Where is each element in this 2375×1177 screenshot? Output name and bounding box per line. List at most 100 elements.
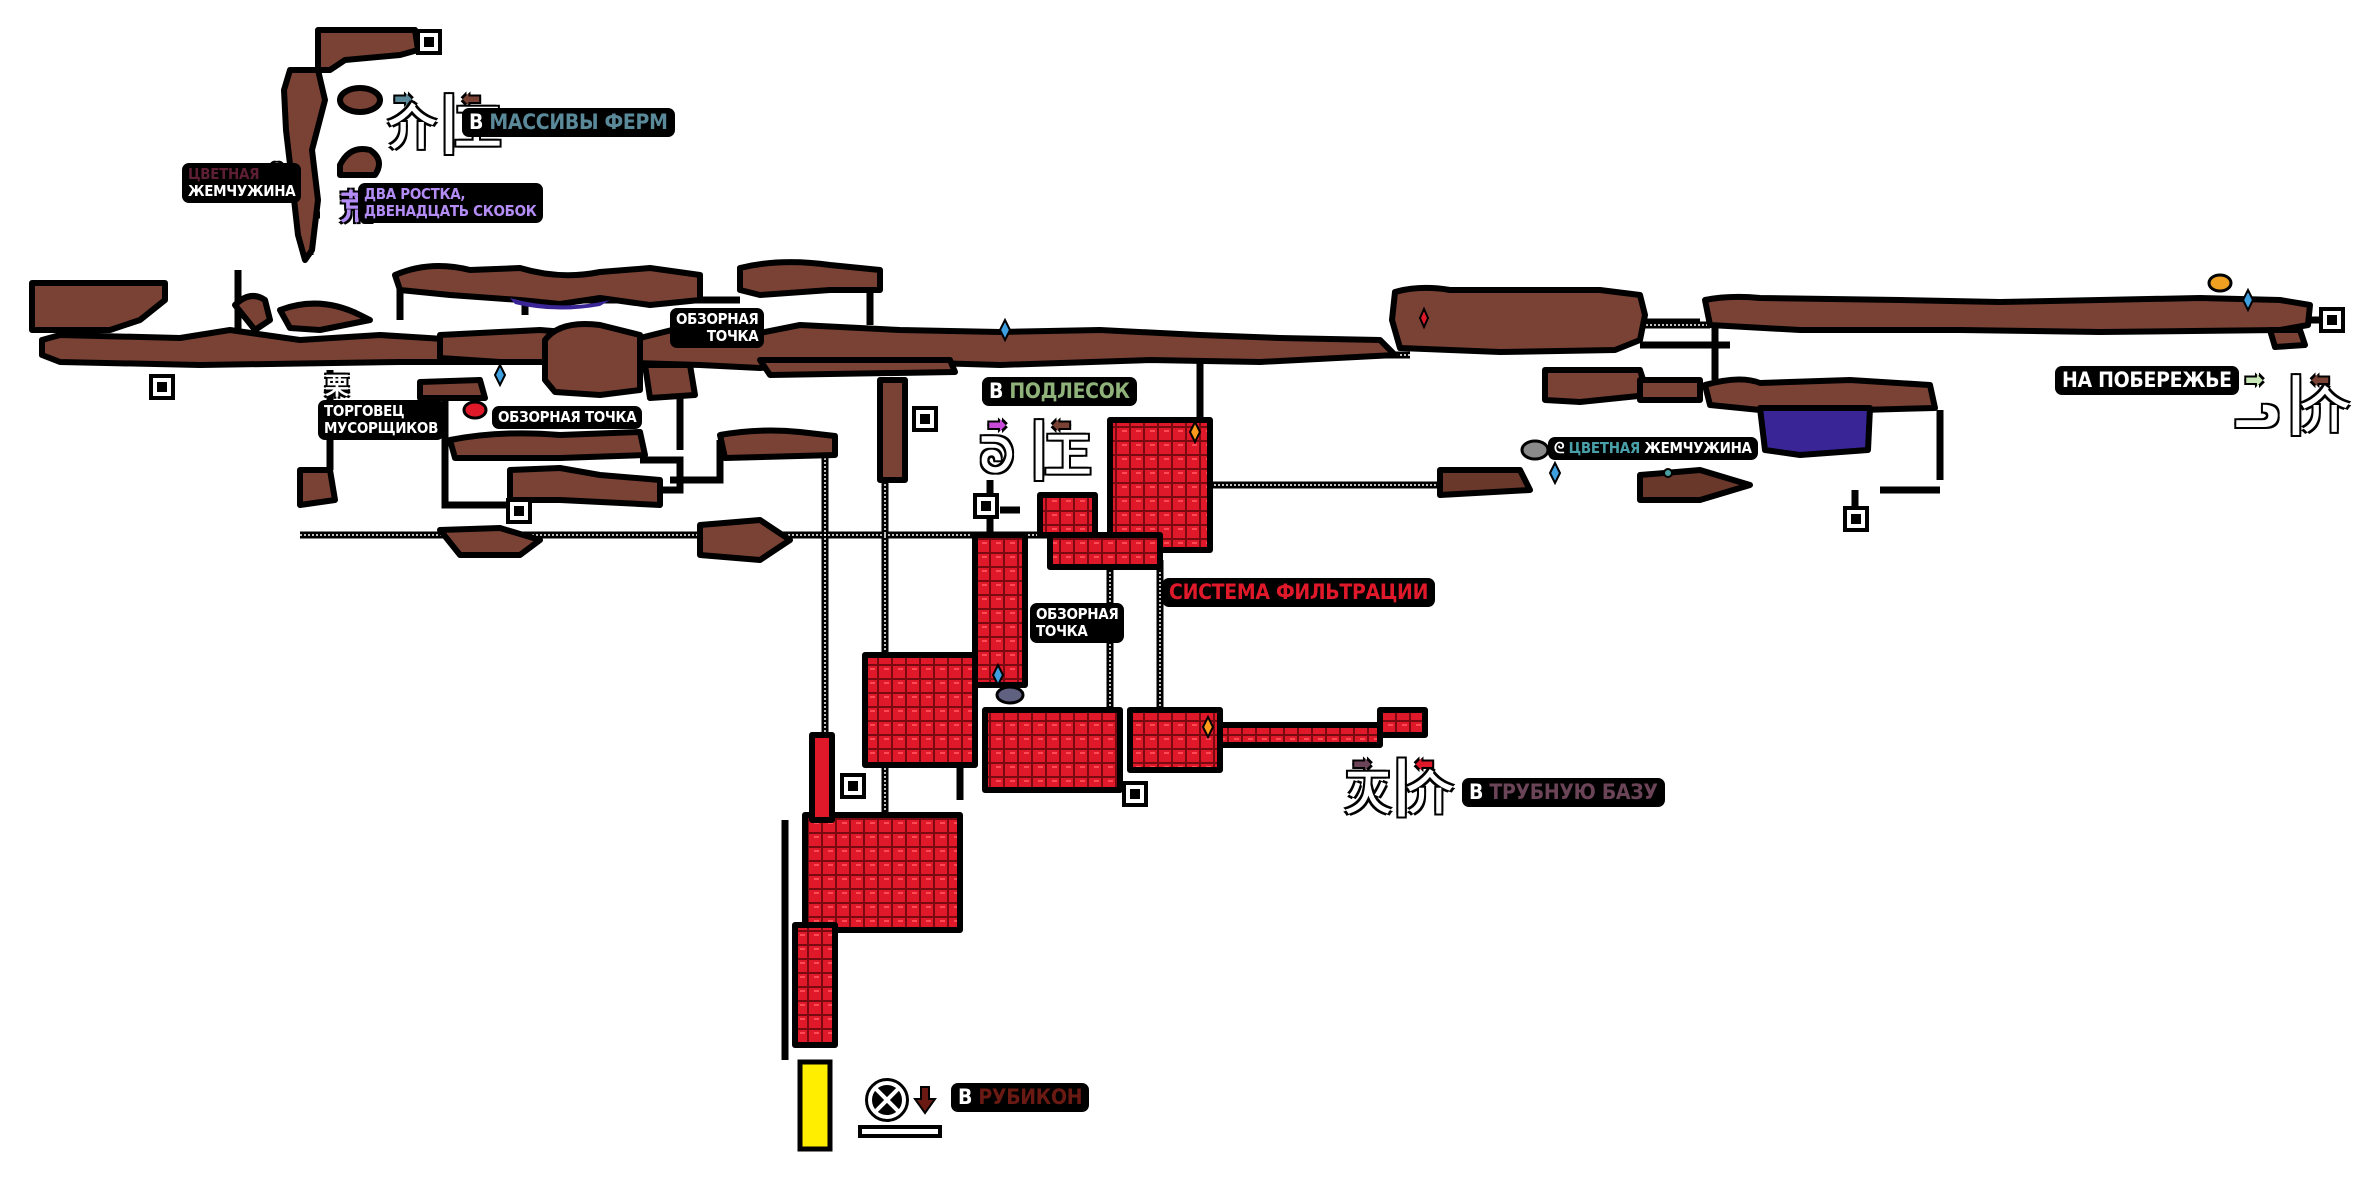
room: [1757, 405, 1873, 458]
room: [507, 465, 663, 508]
label-line2: ТОЧКА: [1036, 622, 1088, 640]
pearl-icon: [1418, 306, 1430, 330]
shelter-icon[interactable]: [973, 493, 999, 519]
room: [1437, 467, 1533, 498]
karma-flower-icon: [2241, 287, 2255, 313]
room: [297, 467, 338, 508]
pearl-icon: [1663, 468, 1673, 478]
label-two-sprouts[interactable]: ДВА РОСТКА, ДВЕНАДЦАТЬ СКОБОК: [358, 183, 543, 223]
label-name: НА ПОБЕРЕЖЬЕ: [2062, 368, 2232, 392]
shelter-icon[interactable]: [506, 498, 532, 524]
label-shoreline[interactable]: НА ПОБЕРЕЖЬЕ: [2055, 366, 2239, 395]
label-line1: ЦВЕТНАЯ: [188, 165, 260, 183]
label-line2: ТОЧКА: [706, 327, 759, 345]
room: [972, 532, 1028, 688]
shelter-icon[interactable]: [840, 773, 866, 799]
echo-icon: [1188, 419, 1202, 445]
gate-divider: |: [2285, 366, 2307, 436]
centipede-icon: [2207, 273, 2233, 293]
room: [737, 259, 883, 298]
room: [392, 263, 703, 308]
label-line2: ДВЕНАДЦАТЬ СКОБОК: [364, 202, 537, 220]
scavenger-icon: [1520, 439, 1550, 461]
arrow-out-icon: ⬅: [1415, 752, 1434, 777]
gate-divider: |: [438, 85, 460, 155]
room: [1637, 377, 1703, 403]
arrow-out-icon: ⬅: [462, 87, 481, 112]
room: [232, 293, 273, 333]
label-overlook-3[interactable]: ОБЗОРНАЯ ТОЧКА: [1030, 603, 1125, 643]
label-name: ТРУБНУЮ БАЗУ: [1489, 780, 1658, 804]
room: [802, 812, 963, 933]
label-line1: ОБЗОРНАЯ: [1036, 605, 1119, 623]
rubicon-exit-room: [797, 1059, 833, 1152]
room: [757, 357, 958, 378]
karma-flower-icon: [998, 317, 1012, 343]
filtration-rooms: [792, 417, 1428, 1048]
room: [1047, 532, 1163, 570]
pipe: [670, 440, 724, 484]
cave-rooms: [29, 27, 2313, 563]
label-undergrowth[interactable]: В ПОДЛЕСОК: [982, 377, 1137, 406]
arrow-out-icon: ⬅: [1052, 413, 1071, 438]
karma-flower-icon: [1548, 460, 1562, 486]
shelter-icon[interactable]: [1122, 781, 1148, 807]
room: [1637, 467, 1753, 503]
scavenger-icon: [995, 685, 1025, 705]
room: [642, 362, 698, 401]
gate-glyph-left: ᓗ: [2235, 383, 2280, 439]
label-colored-pearl-2[interactable]: ᘓ ЦВЕТНАЯ ЖЕМЧУЖИНА: [1548, 437, 1758, 460]
label-name: ПОДЛЕСОК: [1009, 379, 1130, 403]
room: [447, 429, 648, 461]
room: [315, 27, 421, 73]
room: [982, 707, 1123, 793]
room: [877, 377, 908, 483]
label-rubicon[interactable]: В РУБИКОН: [951, 1083, 1090, 1112]
room: [1037, 492, 1098, 538]
arrow-in-icon: ➡: [2245, 368, 2264, 393]
room: [809, 732, 835, 823]
shelter-icon[interactable]: [1843, 506, 1869, 532]
arrow-in-icon: ➡: [988, 413, 1007, 438]
karma-flower-icon: [493, 362, 507, 388]
karma-flower-icon: [991, 662, 1005, 688]
merchant-glyph-icon: 栗: [325, 372, 349, 400]
room: [277, 300, 373, 333]
room: [1127, 707, 1223, 773]
label-overlook-1[interactable]: ОБЗОРНАЯ ТОЧКА: [670, 308, 765, 348]
room: [1389, 284, 1648, 355]
room: [862, 652, 978, 768]
shelter-icon[interactable]: [912, 406, 938, 432]
room: [697, 517, 793, 563]
room: [1542, 367, 1651, 405]
label-name: МАССИВЫ ФЕРМ: [489, 110, 668, 134]
room: [29, 280, 168, 333]
label-scavenger-merchant[interactable]: ТОРГОВЕЦ МУСОРЩИКОВ: [318, 400, 445, 440]
gate-glyph-left: ᘐ: [980, 428, 1014, 484]
gate-glyph-right: 介: [1407, 766, 1453, 820]
room: [281, 67, 328, 263]
label-prefix: В: [1469, 780, 1484, 804]
pipe: [441, 380, 520, 509]
arrow-out-icon: ⬅: [2311, 368, 2330, 393]
label-farm-arrays[interactable]: В МАССИВЫ ФЕРМ: [462, 108, 675, 137]
label-filtration-system[interactable]: СИСТЕМА ФИЛЬТРАЦИИ: [1162, 578, 1436, 607]
label-pipeyard[interactable]: В ТРУБНУЮ БАЗУ: [1462, 778, 1665, 807]
room: [717, 427, 838, 461]
region-title: СИСТЕМА ФИЛЬТРАЦИИ: [1169, 580, 1429, 604]
room: [417, 377, 488, 401]
label-overlook-2[interactable]: ОБЗОРНАЯ ТОЧКА: [492, 406, 643, 429]
label-prefix: В: [989, 379, 1004, 403]
shelter-icon[interactable]: [2319, 307, 2345, 333]
room: [2267, 327, 2308, 350]
label-colored-pearl-1[interactable]: ЦВЕТНАЯ ЖЕМЧУЖИНА: [182, 163, 302, 203]
label-name: РУБИКОН: [978, 1085, 1083, 1109]
shelter-icon[interactable]: [416, 29, 442, 55]
gate-divider: |: [1028, 411, 1050, 481]
shelter-icon[interactable]: [149, 374, 175, 400]
label-text: ОБЗОРНАЯ ТОЧКА: [498, 408, 637, 426]
rubicon-gate-icon[interactable]: [858, 1078, 942, 1138]
room: [510, 298, 610, 310]
gate-glyph-left: 灭: [1345, 766, 1391, 820]
